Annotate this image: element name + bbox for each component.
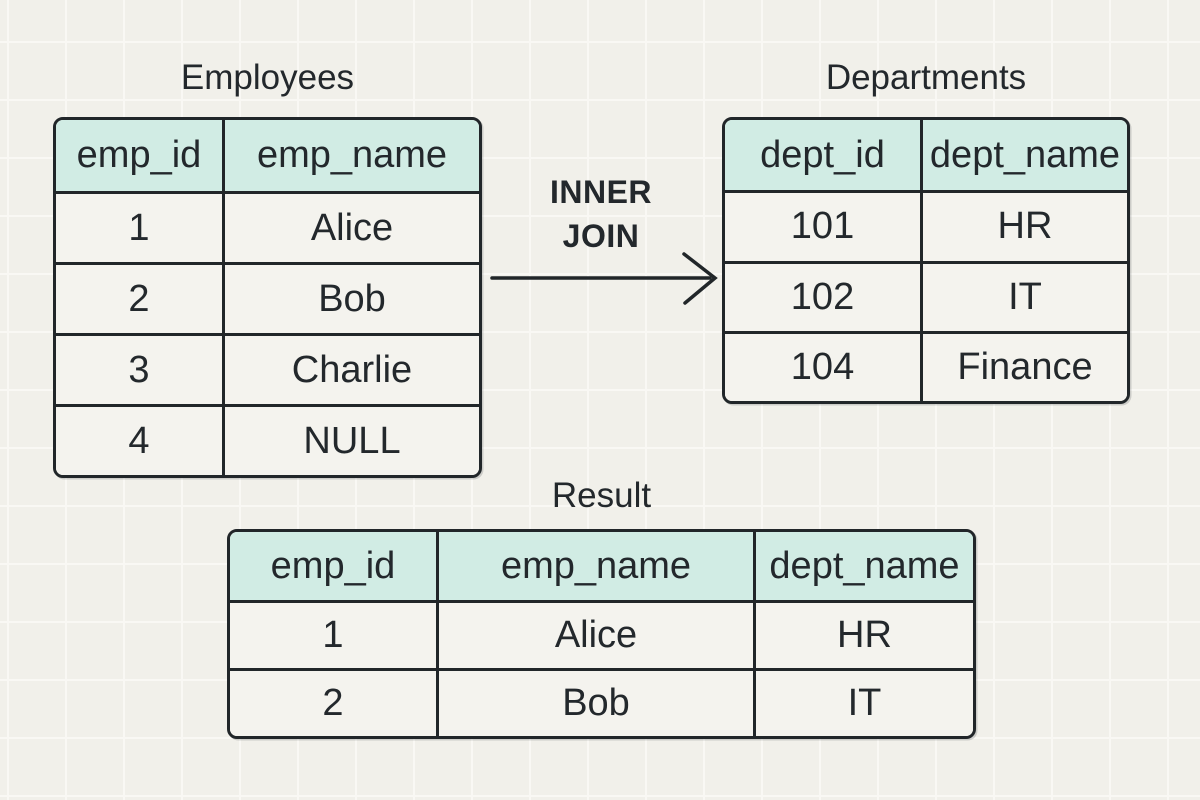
inner-join-label: INNER JOIN: [486, 170, 716, 258]
data-cell: 2: [56, 262, 222, 333]
header-cell: emp_id: [230, 532, 436, 600]
data-cell: IT: [753, 668, 973, 736]
data-cell: 104: [725, 330, 920, 401]
header-cell: dept_name: [920, 120, 1127, 191]
data-cell: Alice: [222, 191, 479, 262]
data-cell: Charlie: [222, 333, 479, 404]
header-cell: emp_id: [56, 120, 222, 191]
departments-table-title: Departments: [825, 58, 1027, 97]
data-cell: 2: [230, 668, 436, 736]
data-cell: 4: [56, 404, 222, 475]
employees-table-title: Employees: [180, 58, 355, 97]
data-cell: Bob: [436, 668, 753, 736]
data-cell: 3: [56, 333, 222, 404]
header-cell: dept_id: [725, 120, 920, 191]
data-cell: 1: [56, 191, 222, 262]
data-cell: HR: [920, 190, 1127, 261]
data-cell: Bob: [222, 262, 479, 333]
header-cell: emp_name: [436, 532, 753, 600]
inner-join-label-line2: JOIN: [562, 218, 640, 254]
join-arrow-icon: [490, 252, 718, 305]
data-cell: NULL: [222, 404, 479, 475]
data-cell: 101: [725, 190, 920, 261]
inner-join-label-line1: INNER: [549, 174, 653, 210]
header-cell: emp_name: [222, 120, 479, 191]
header-cell: dept_name: [753, 532, 973, 600]
result-table-title: Result: [551, 476, 652, 515]
data-cell: 1: [230, 600, 436, 668]
data-cell: HR: [753, 600, 973, 668]
data-cell: 102: [725, 260, 920, 331]
data-cell: IT: [920, 260, 1127, 331]
data-cell: Alice: [436, 600, 753, 668]
data-cell: Finance: [920, 330, 1127, 401]
